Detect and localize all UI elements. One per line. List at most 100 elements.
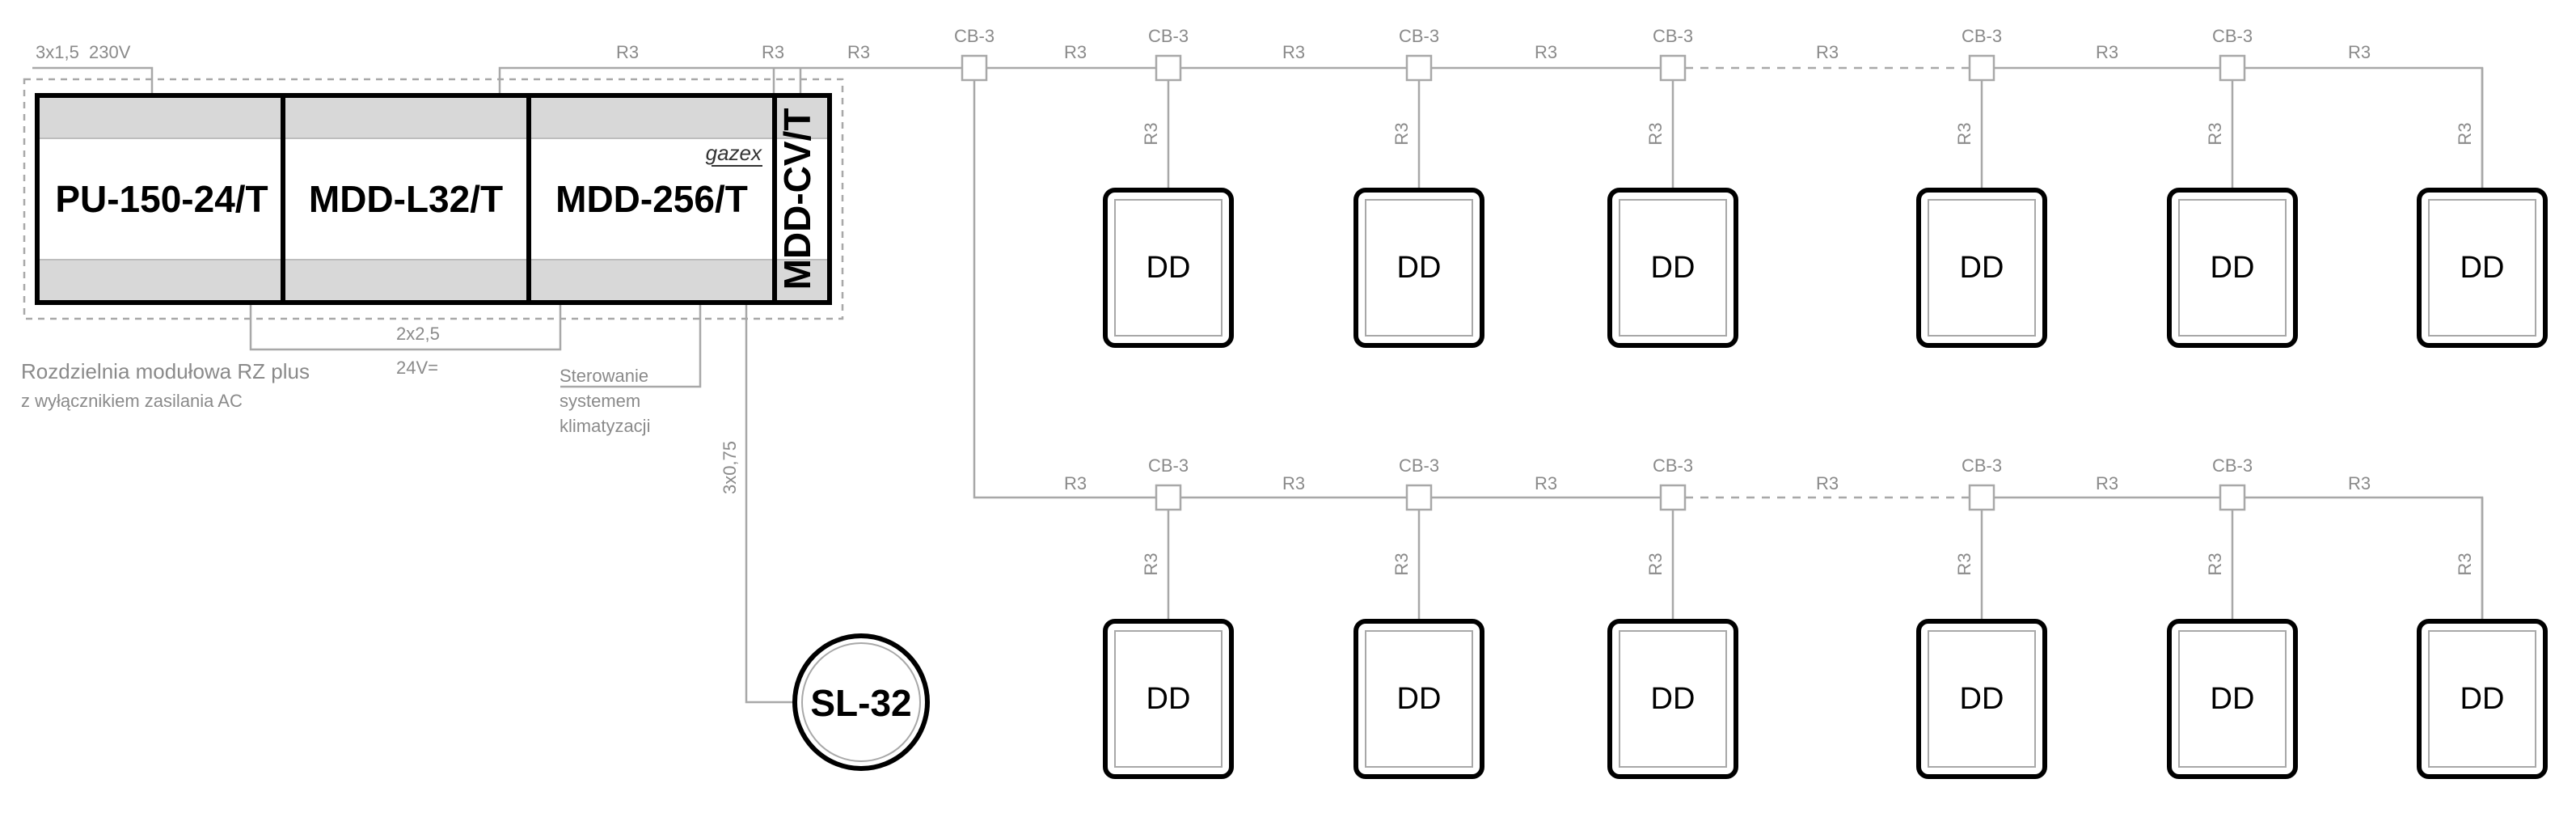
- junction-box: [1155, 484, 1182, 511]
- junction-box: [961, 54, 988, 82]
- cable-label-r3: R3: [762, 42, 784, 62]
- detector-label: DD: [1397, 251, 1442, 285]
- signal-cable: [745, 301, 795, 704]
- riser-cable: [973, 73, 1156, 499]
- supply-cable-label: 3x1,5 230V: [36, 42, 131, 62]
- cable-24v-voltage: 24V=: [396, 358, 438, 378]
- gas-detector-dd: [1916, 188, 2047, 348]
- drop-cable-label-r3: R3: [1391, 122, 1412, 145]
- gas-detector-dd: [1103, 619, 1234, 779]
- cabinet-outline: [23, 78, 844, 320]
- cable-label-r3: R3: [1064, 42, 1087, 62]
- junction-label: CB-3: [954, 26, 995, 46]
- control-note-line-3: klimatyzacji: [560, 416, 650, 436]
- detector-label: DD: [2211, 251, 2255, 285]
- drop-cable-label-r3: R3: [2455, 553, 2475, 575]
- gas-detector-dd: [1353, 188, 1484, 348]
- drop-cable-label-r3: R3: [2205, 122, 2225, 145]
- junction-label: CB-3: [1399, 26, 1439, 46]
- junction-box: [1155, 54, 1182, 82]
- module-mdd-l32-label: MDD-L32/T: [309, 178, 503, 220]
- detector-label: DD: [2460, 251, 2505, 285]
- gas-detector-dd: [2417, 188, 2548, 348]
- cabinet-caption: Rozdzielnia modułowa RZ plus: [21, 359, 310, 383]
- cable-label-r3: R3: [1064, 473, 1087, 493]
- drop-cable-label-r3: R3: [1645, 122, 1666, 145]
- junction-label: CB-3: [1148, 455, 1189, 476]
- drop-cable-label-r3: R3: [1954, 122, 1974, 145]
- junction-label: CB-3: [2212, 26, 2253, 46]
- detector-label: DD: [1651, 251, 1696, 285]
- detector-label: DD: [2460, 682, 2505, 716]
- drop-cable-label-r3: R3: [2205, 553, 2225, 575]
- gas-detector-dd: [1916, 619, 2047, 779]
- detector-label: DD: [1960, 251, 2004, 285]
- junction-label: CB-3: [1399, 455, 1439, 476]
- cable-label-r3: R3: [847, 42, 870, 62]
- cabinet-caption-sub: z wyłącznikiem zasilania AC: [21, 391, 243, 411]
- drop-cable-label-r3: R3: [1141, 122, 1161, 145]
- detector-label: DD: [1960, 682, 2004, 716]
- gas-detector-dd: [1607, 619, 1738, 779]
- cable-label-r3: R3: [1535, 42, 1557, 62]
- drop-cable-label-r3: R3: [1141, 553, 1161, 575]
- junction-box: [1405, 54, 1433, 82]
- junction-box: [1659, 54, 1687, 82]
- detector-inner-frame: [2428, 199, 2536, 337]
- bus-cable-trunk: [498, 66, 968, 95]
- detector-inner-frame: [1114, 199, 1223, 337]
- gas-detector-dd: [1607, 188, 1738, 348]
- junction-label: CB-3: [2212, 455, 2253, 476]
- gas-detector-dd: [1353, 619, 1484, 779]
- junction-label: CB-3: [1962, 455, 2002, 476]
- detector-inner-frame: [1619, 630, 1727, 768]
- junction-box: [1968, 54, 1995, 82]
- detector-inner-frame: [1365, 199, 1473, 337]
- detector-inner-frame: [1365, 630, 1473, 768]
- hvac-control-cable: [560, 301, 702, 388]
- module-pu-label: PU-150-24/T: [55, 178, 268, 220]
- cable-24v: [249, 301, 562, 351]
- cable-label-r3: R3: [616, 42, 639, 62]
- cable-label-r3: R3: [2348, 42, 2371, 62]
- gas-detector-dd: [2417, 619, 2548, 779]
- cable-label-r3: R3: [1816, 473, 1839, 493]
- junction-label: CB-3: [1653, 455, 1693, 476]
- wiring-lines: [32, 66, 2484, 704]
- drop-cable-label-r3: R3: [1645, 553, 1666, 575]
- signaller-label: SL-32: [810, 682, 911, 724]
- control-note-line-2: systemem: [560, 391, 640, 411]
- detector-inner-frame: [1928, 199, 2036, 337]
- gas-detector-dd: [1103, 188, 1234, 348]
- control-note-line-1: Sterowanie: [560, 366, 648, 386]
- drop-cable-label-r3: R3: [2455, 122, 2475, 145]
- cable-label-r3: R3: [1535, 473, 1557, 493]
- drop-cable-label-r3: R3: [1954, 553, 1974, 575]
- junction-box: [1405, 484, 1433, 511]
- detector-inner-frame: [2178, 199, 2287, 337]
- detector-inner-frame: [2428, 630, 2536, 768]
- junction-box: [2219, 484, 2246, 511]
- brand-logo: gazex: [706, 141, 762, 165]
- gas-detector-dd: [2167, 619, 2298, 779]
- module-rack: [35, 93, 832, 305]
- detector-inner-frame: [1928, 630, 2036, 768]
- cable-label-r3: R3: [2096, 473, 2118, 493]
- detector-label: DD: [1651, 682, 1696, 716]
- junction-box: [1968, 484, 1995, 511]
- detector-label: DD: [1147, 251, 1191, 285]
- cable-label-r3: R3: [2096, 42, 2118, 62]
- junction-label: CB-3: [1962, 26, 2002, 46]
- detector-label: DD: [1147, 682, 1191, 716]
- detector-inner-frame: [1114, 630, 1223, 768]
- detector-label: DD: [1397, 682, 1442, 716]
- signaller-sl32: SL-32: [792, 633, 930, 771]
- detector-label: DD: [2211, 682, 2255, 716]
- junction-label: CB-3: [1148, 26, 1189, 46]
- gas-detector-dd: [2167, 188, 2298, 348]
- module-mdd-256-label: MDD-256/T: [555, 178, 748, 220]
- signal-cable-label: 3x0,75: [720, 441, 740, 494]
